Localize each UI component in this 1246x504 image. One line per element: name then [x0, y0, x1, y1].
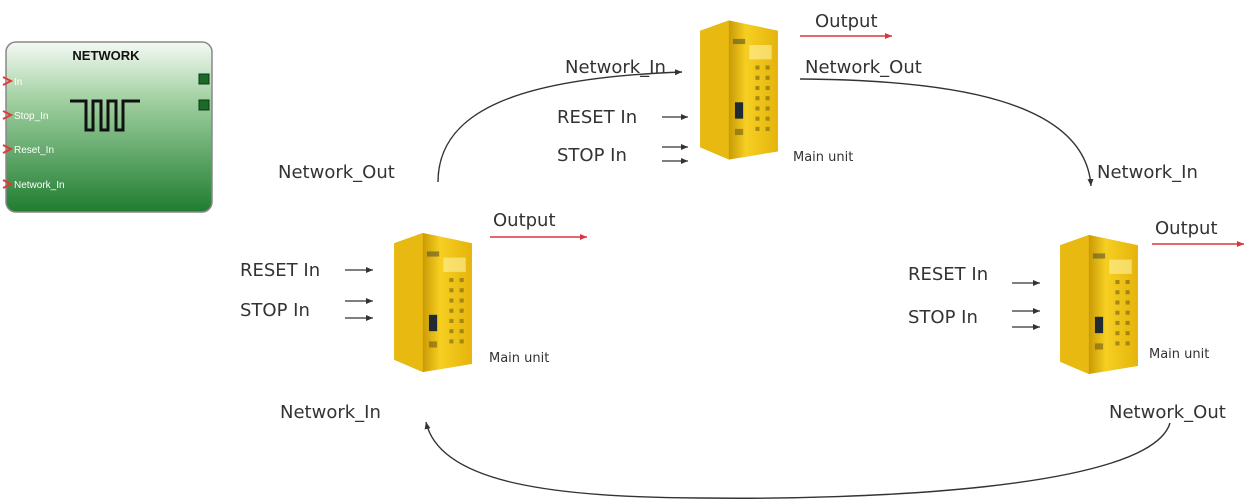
- safety-relay-module-icon: [1060, 235, 1138, 375]
- top-output-label: Output: [815, 11, 878, 32]
- input-pin-in[interactable]: In: [2, 76, 22, 88]
- pin-arrow-icon: [2, 76, 14, 86]
- right-reset-label: RESET In: [908, 264, 988, 285]
- arc-right-to-left: [424, 421, 1171, 499]
- right-main-unit-caption: Main unit: [1149, 347, 1209, 362]
- right-unit: Network_In Network_Out Output RESET In S…: [908, 162, 1244, 423]
- output-pin-1[interactable]: [198, 73, 210, 85]
- input-pin-network-in[interactable]: Network_In: [2, 179, 65, 191]
- safety-relay-module-icon: [394, 233, 472, 373]
- pin-label-in: In: [14, 77, 22, 88]
- left-network-out-label: Network_Out: [278, 162, 395, 183]
- top-main-unit-caption: Main unit: [793, 150, 853, 165]
- right-stop-label: STOP In: [908, 307, 978, 328]
- pin-arrow-icon: [2, 110, 14, 120]
- left-network-in-label: Network_In: [280, 402, 381, 423]
- arc-top-to-right: [799, 78, 1094, 187]
- output-pin-2[interactable]: [198, 99, 210, 111]
- input-pin-stop-in[interactable]: Stop_In: [2, 110, 48, 122]
- right-network-out-label: Network_Out: [1109, 402, 1226, 423]
- network-block-title: NETWORK: [72, 48, 140, 63]
- top-reset-label: RESET In: [557, 107, 637, 128]
- arc-left-to-top: [437, 69, 683, 183]
- right-network-in-label: Network_In: [1097, 162, 1198, 183]
- pin-label-reset-in: Reset_In: [14, 145, 54, 156]
- network-block: NETWORK In Stop_In Reset_In Network_In: [2, 41, 213, 213]
- left-main-unit-caption: Main unit: [489, 351, 549, 366]
- pulse-waveform-icon: [70, 99, 140, 132]
- pin-label-network-in: Network_In: [14, 180, 65, 191]
- left-stop-label: STOP In: [240, 300, 310, 321]
- pin-arrow-icon: [2, 179, 14, 189]
- left-unit: Network_Out Network_In Output RESET In S…: [240, 162, 587, 423]
- pin-arrow-icon: [2, 144, 14, 154]
- left-reset-label: RESET In: [240, 260, 320, 281]
- top-network-in-label: Network_In: [565, 57, 666, 78]
- left-output-label: Output: [493, 210, 556, 231]
- top-network-out-label: Network_Out: [805, 57, 922, 78]
- top-unit: Network_In Network_Out Output RESET In S…: [557, 11, 922, 166]
- top-stop-label: STOP In: [557, 145, 627, 166]
- input-pin-reset-in[interactable]: Reset_In: [2, 144, 54, 156]
- pin-label-stop-in: Stop_In: [14, 111, 48, 122]
- right-output-label: Output: [1155, 218, 1218, 239]
- safety-relay-module-icon: [700, 20, 778, 160]
